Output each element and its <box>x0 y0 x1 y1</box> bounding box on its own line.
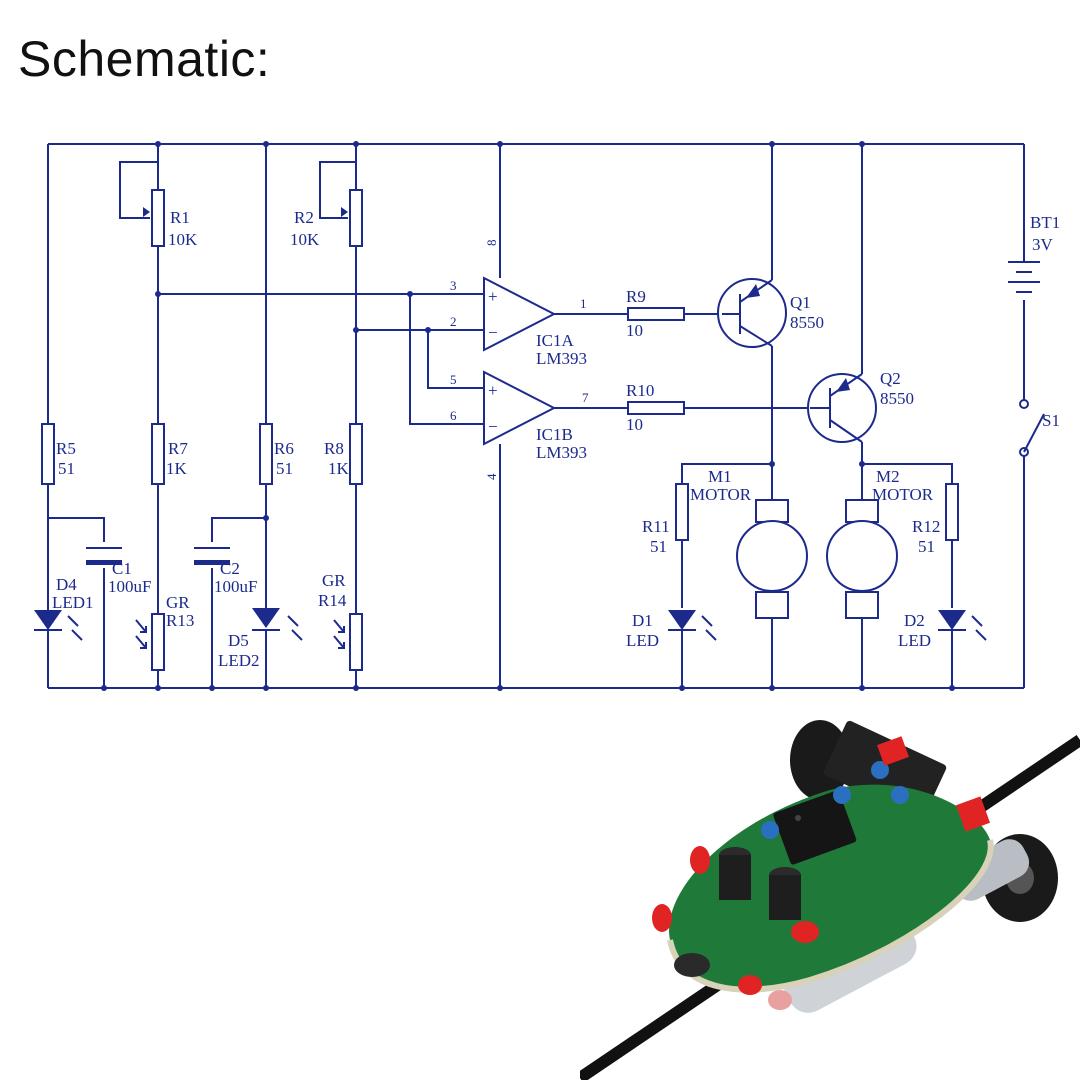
r6-name: R6 <box>274 439 294 458</box>
capacitors <box>86 547 230 565</box>
ic1b-plus: + <box>488 381 498 400</box>
ic1b-pin5: 5 <box>450 372 457 387</box>
m1-name: M1 <box>708 467 732 486</box>
photoresistors <box>135 613 363 671</box>
ic1a-value: LM393 <box>536 349 587 368</box>
ic1b-name: IC1B <box>536 425 573 444</box>
r7-value: 1K <box>166 459 188 478</box>
r13-type: GR <box>166 593 190 612</box>
r8-name: R8 <box>324 439 344 458</box>
motors <box>736 499 898 619</box>
d4-name: D4 <box>56 575 77 594</box>
r14-name: R14 <box>318 591 347 610</box>
ic1b-pin7: 7 <box>582 390 589 405</box>
ic1a-plus: + <box>488 287 498 306</box>
r12-value: 51 <box>918 537 935 556</box>
q2-value: 8550 <box>880 389 914 408</box>
r1-value: 10K <box>168 230 198 249</box>
r6-value: 51 <box>276 459 293 478</box>
transistors <box>717 278 877 443</box>
ic1a-pin1: 1 <box>580 296 587 311</box>
r2-value: 10K <box>290 230 320 249</box>
r1-name: R1 <box>170 208 190 227</box>
ic1b-value: LM393 <box>536 443 587 462</box>
c2-name: C2 <box>220 559 240 578</box>
ic1a-minus: − <box>488 323 498 342</box>
d5-value: LED2 <box>218 651 260 670</box>
r5-value: 51 <box>58 459 75 478</box>
m2-value: MOTOR <box>872 485 934 504</box>
d2-name: D2 <box>904 611 925 630</box>
robot-car-photo <box>580 720 1080 1080</box>
r10-value: 10 <box>626 415 643 434</box>
bt1-name: BT1 <box>1030 213 1060 232</box>
q2-name: Q2 <box>880 369 901 388</box>
r13-name: R13 <box>166 611 194 630</box>
battery <box>1008 261 1040 293</box>
ic1b-pin4: 4 <box>484 473 499 480</box>
d1-name: D1 <box>632 611 653 630</box>
circuit-schematic: R1 10K R2 10K R5 51 R7 1K R6 51 R8 1K C1… <box>34 141 1060 691</box>
m2-name: M2 <box>876 467 900 486</box>
ic1a-pin3: 3 <box>450 278 457 293</box>
d5-name: D5 <box>228 631 249 650</box>
page-title: Schematic: <box>18 31 271 87</box>
ic1b-minus: − <box>488 417 498 436</box>
q1-name: Q1 <box>790 293 811 312</box>
c1-value: 100uF <box>108 577 151 596</box>
ic1a-pin2: 2 <box>450 314 457 329</box>
component-labels: R1 10K R2 10K R5 51 R7 1K R6 51 R8 1K C1… <box>52 208 1060 670</box>
d1-value: LED <box>626 631 659 650</box>
switch <box>1019 399 1045 457</box>
resistors <box>41 307 959 541</box>
m1-value: MOTOR <box>690 485 752 504</box>
r5-name: R5 <box>56 439 76 458</box>
wires <box>47 143 1025 689</box>
d2-value: LED <box>898 631 931 650</box>
comparators <box>483 276 557 446</box>
c2-value: 100uF <box>214 577 257 596</box>
ic1b-pin6: 6 <box>450 408 457 423</box>
r11-value: 51 <box>650 537 667 556</box>
r12-name: R12 <box>912 517 940 536</box>
potentiometers <box>143 189 363 247</box>
r10-name: R10 <box>626 381 654 400</box>
r7-name: R7 <box>168 439 188 458</box>
q1-value: 8550 <box>790 313 824 332</box>
r8-value: 1K <box>328 459 350 478</box>
s1-name: S1 <box>1042 411 1060 430</box>
d4-value: LED1 <box>52 593 94 612</box>
r9-name: R9 <box>626 287 646 306</box>
r11-name: R11 <box>642 517 670 536</box>
ic1a-name: IC1A <box>536 331 575 350</box>
c1-name: C1 <box>112 559 132 578</box>
bt1-value: 3V <box>1032 235 1054 254</box>
ic1a-pin8: 8 <box>484 240 499 247</box>
junction-dots <box>101 141 955 691</box>
r9-value: 10 <box>626 321 643 340</box>
leds <box>34 608 987 641</box>
r14-type: GR <box>322 571 346 590</box>
r2-name: R2 <box>294 208 314 227</box>
